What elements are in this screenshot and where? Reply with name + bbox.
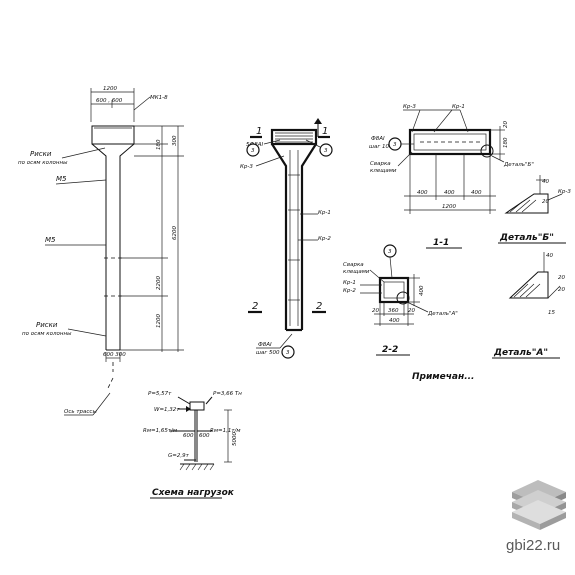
callout-3-top-left-text: 3 (251, 148, 255, 154)
load-p2: P=3,66 Тн (213, 391, 242, 397)
risk-top-sub: по осям колонны (18, 160, 68, 166)
dim-bottom: 600 300 (103, 352, 126, 358)
s11-step: шаг 100 (369, 144, 393, 150)
dim-top-total: 1200 (103, 86, 117, 92)
s11-dim-a: 400 (417, 190, 428, 196)
cut-2-right: 2 (316, 301, 322, 312)
watermark-logo-icon (512, 480, 566, 530)
detail-a-dim-3: 20 (558, 287, 565, 293)
detail-b-dim-2: 20 (542, 199, 549, 205)
dim-head-2: 300 (172, 135, 178, 146)
s22-weld: Сварка (343, 262, 364, 268)
callout-3-top-left (246, 143, 260, 157)
callout-3-bottom-text: 3 (286, 350, 290, 356)
s11-dim-right: 180 (503, 137, 509, 148)
detail-b-title: Деталь"Б" (499, 233, 554, 243)
s11-dim-c: 400 (471, 190, 482, 196)
s22-callout-text: 3 (388, 249, 392, 255)
s11-dim-total: 1200 (442, 204, 456, 210)
axis-label: Ось трассы (64, 409, 97, 415)
callout-3-top-right (319, 143, 333, 157)
s11-title: 1-1 (433, 238, 449, 248)
column-section-view: 1 1 5Ф8AI 3 3 Кр-3 Кр-1 Кр-2 2 (240, 118, 333, 359)
s11-detail-b: Деталь"Б" (503, 162, 534, 168)
risk-bot-sub: по осям колонны (22, 331, 72, 337)
detail-a-dim-2: 20 (558, 275, 565, 281)
dim-low-2: 1200 (156, 314, 162, 328)
load-d3: 5000 (232, 432, 238, 446)
column-elevation: 1200 600 , 600 МК1-8 600 300 180 300 620… (18, 86, 184, 416)
load-p1: P=5,57т (148, 391, 172, 397)
s22-weld-2: клещами (343, 269, 370, 275)
risk-bot-label: Риски (36, 321, 58, 329)
cut-1-right: 1 (322, 126, 328, 137)
cut-1-left: 1 (256, 126, 262, 137)
detail-a-dim-1: 40 (546, 253, 553, 259)
detail-b-dim-1: 40 (542, 179, 549, 185)
callout-3-top-right-text: 3 (324, 148, 328, 154)
detail-a-dim-4: 15 (548, 310, 555, 316)
s22-dim-right: 400 (419, 285, 425, 296)
s22-kr2: Кр-2 (343, 288, 356, 294)
s22-kr1: Кр-1 (343, 280, 356, 286)
watermark-text: gbi22.ru (506, 537, 561, 554)
dim-top-split: 600 , 600 (96, 98, 123, 104)
bottom-step-label: шаг 500 (256, 350, 280, 356)
bottom-bar-label: Ф8AI (258, 342, 272, 348)
kr1-label: Кр-1 (318, 210, 331, 216)
s11-dim-b: 400 (444, 190, 455, 196)
note-title: Примечан... (412, 372, 474, 382)
load-r2: Rм=1,1т/м (210, 428, 241, 434)
s11-kr3: Кр-3 (403, 104, 416, 110)
load-w1: W=1,32т (154, 407, 180, 413)
detail-a: 40 20 20 15 Деталь"А" (492, 252, 565, 359)
s22-dim-total: 400 (389, 318, 400, 324)
detail-b-kr3: Кр-3 (558, 189, 571, 195)
kr3-label: Кр-3 (240, 164, 253, 170)
detail-b: 40 20 Кр-3 Деталь"Б" (498, 175, 571, 244)
s11-bar: Ф8AI (371, 136, 385, 142)
kr2-label: Кр-2 (318, 236, 331, 242)
s22-dim-c: 20 (408, 308, 415, 314)
callout-3-bottom (281, 345, 295, 359)
s11-dim-right-2: 20 (503, 121, 509, 128)
load-g: G=2,9т (168, 453, 190, 459)
load-scheme: P=5,57т P=3,66 Тн W=1,32т Rм=1,65т/м Rм=… (143, 391, 242, 499)
s11-kr1: Кр-1 (452, 104, 465, 110)
load-d2: 600 (199, 433, 210, 439)
s11-weld: Сварка (370, 161, 391, 167)
m5-top-label: М5 (56, 175, 67, 183)
dim-head-1: 180 (156, 139, 162, 150)
s22-detail-a: Деталь"А" (427, 311, 458, 317)
section-2-2: 3 Сварка клещами Кр-1 Кр-2 400 Деталь"А"… (343, 244, 458, 356)
dim-height: 6200 (172, 226, 178, 240)
load-d1: 600 (183, 433, 194, 439)
mark-label: МК1-8 (150, 95, 168, 101)
s22-dim-a: 20 (372, 308, 379, 314)
detail-a-title: Деталь"А" (493, 348, 548, 358)
s11-weld-2: клещами (370, 168, 397, 174)
dim-low-1: 2200 (156, 276, 162, 290)
section-1-1: Кр-3 Кр-1 Ф8AI шаг 100 3 Сварка клещами … (369, 104, 534, 249)
column-head (91, 125, 135, 145)
load-title: Схема нагрузок (152, 488, 235, 498)
cut-2-left: 2 (252, 301, 258, 312)
load-r1: Rм=1,65т/м (143, 428, 177, 434)
risk-top-label: Риски (30, 150, 52, 158)
s11-callout-text: 3 (393, 142, 397, 148)
s22-dim-b: 360 (388, 308, 399, 314)
m5-mid-label: М5 (45, 236, 56, 244)
s22-title: 2-2 (382, 345, 398, 355)
